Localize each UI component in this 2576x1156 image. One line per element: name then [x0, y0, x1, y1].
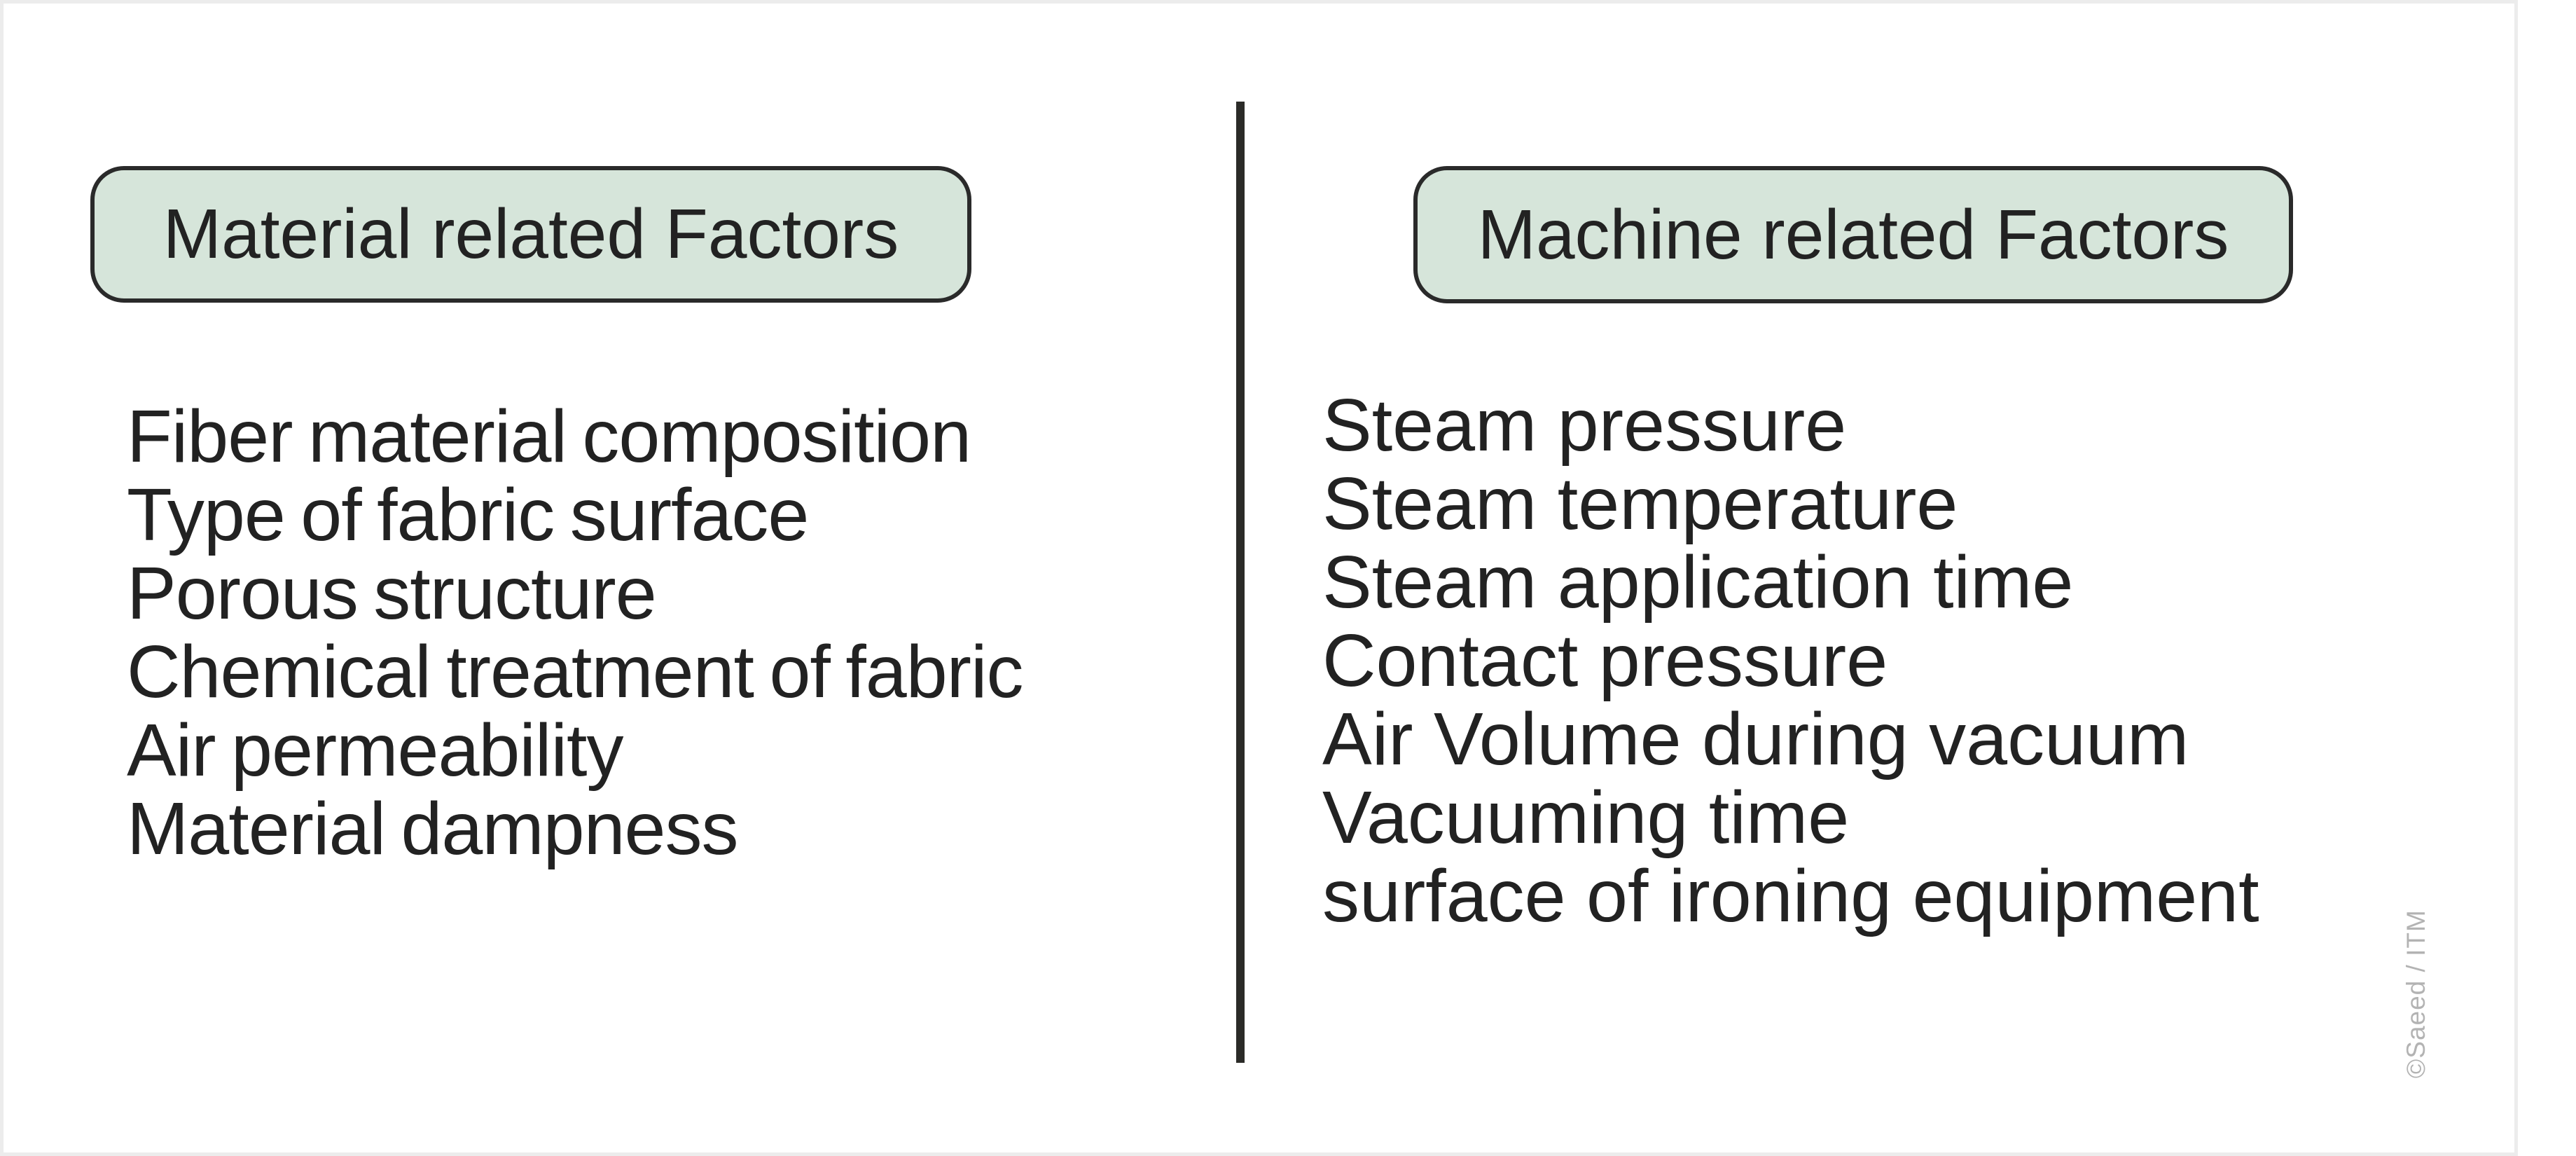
- machine-factors-header-box: Machine related Factors: [1413, 166, 2293, 303]
- list-item: Material dampness: [127, 787, 739, 870]
- vertical-divider: [1236, 102, 1245, 1063]
- slide-canvas: Material related Factors Machine related…: [0, 0, 2518, 1156]
- list-item: Porous structure: [127, 552, 657, 635]
- material-factors-header-box: Material related Factors: [90, 166, 971, 303]
- machine-factors-header-label: Machine related Factors: [1477, 195, 2229, 274]
- list-item: surface of ironing equipment: [1322, 855, 2259, 937]
- list-item: Chemical treatment of fabric: [127, 631, 1024, 713]
- watermark-credit: ©Saeed / ITM: [2402, 909, 2430, 1078]
- list-item: Vacuuming time: [1322, 776, 1850, 859]
- list-item: Type of fabric surface: [127, 474, 809, 556]
- list-item: Air permeability: [127, 709, 623, 792]
- list-item: Steam application time: [1322, 541, 2074, 624]
- list-item: Steam pressure: [1322, 384, 1847, 467]
- list-item: Fiber material composition: [127, 395, 971, 478]
- list-item: Contact pressure: [1322, 619, 1888, 702]
- list-item: Steam temperature: [1322, 462, 1958, 545]
- material-factors-header-label: Material related Factors: [162, 195, 899, 273]
- list-item: Air Volume during vacuum: [1322, 698, 2189, 780]
